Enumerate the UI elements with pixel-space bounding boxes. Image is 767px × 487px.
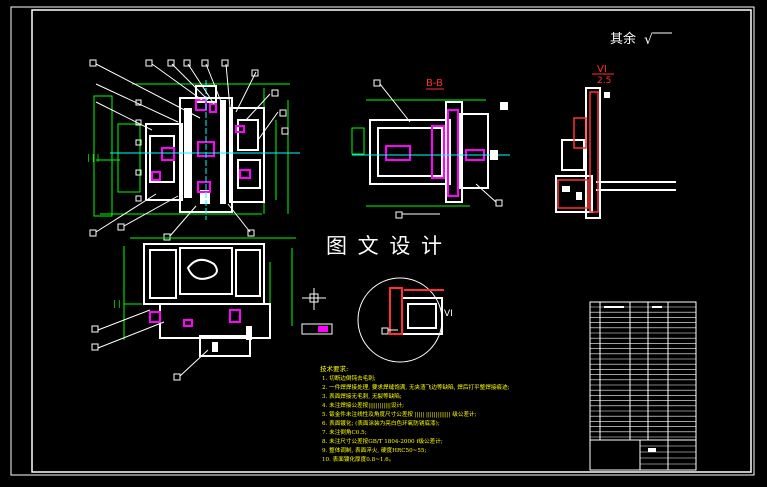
roughness-symbol: √: [644, 32, 653, 48]
note-item: 10. 表面镀化厚度0.8~1.6。: [322, 455, 394, 463]
note-item: 7. 未注倒角C0.5;: [322, 428, 367, 436]
section-b-b-view: B-B: [351, 78, 510, 219]
detail-circle-view: VI: [357, 277, 453, 363]
technical-notes: 技术要求: 1. 切断边倒钝去毛刺; 2. 一件焊焊接处理, 要求焊缝饱满, 无…: [320, 364, 510, 463]
notes-heading: 技术要求:: [320, 364, 348, 373]
dimension-tick-plan: |||: [112, 299, 126, 308]
note-item: 8. 未注尺寸公差按GB/T 1804-2000 f级公差计;: [322, 437, 443, 445]
note-item: 6. 表面镀化; (表面涂装为亮白色环氧防锈底漆);: [322, 419, 440, 427]
note-item: 1. 切断边倒钝去毛刺;: [322, 374, 376, 382]
section-label: B-B: [426, 78, 443, 89]
note-item: 3. 表面焊接无毛刺, 无裂等缺陷;: [322, 392, 402, 400]
title-block-table: [589, 301, 697, 471]
detail-vi-view: VI 2.5: [555, 64, 676, 219]
note-item: 5. 钣金件未注线性及角度尺寸公差按 ||||| ||||||||||||| 级…: [322, 410, 477, 418]
watermark-text: 图 文 设 计: [326, 234, 444, 258]
dimension-tick-main: |||: [86, 153, 100, 162]
detail-circle-label: VI: [444, 309, 453, 319]
detail-scale: 2.5: [597, 76, 611, 86]
note-item: 4. 未注焊接公差按||||||||||||设计;: [322, 401, 404, 409]
note-item: 2. 一件焊焊接处理, 要求焊缝饱满, 无夹渣飞边等缺陷, 焊后打平整焊接痕迹;: [322, 383, 510, 391]
lower-plan-view: |||: [91, 237, 333, 381]
roughness-note: 其余 √: [610, 31, 672, 48]
main-assembly-view: |||: [86, 59, 300, 241]
detail-label: VI: [597, 64, 607, 75]
sheet-frame: [10, 6, 755, 476]
roughness-prefix: 其余: [610, 31, 636, 47]
note-item: 9. 整体调制, 表面淬火, 硬度HRC50~55;: [322, 446, 426, 454]
